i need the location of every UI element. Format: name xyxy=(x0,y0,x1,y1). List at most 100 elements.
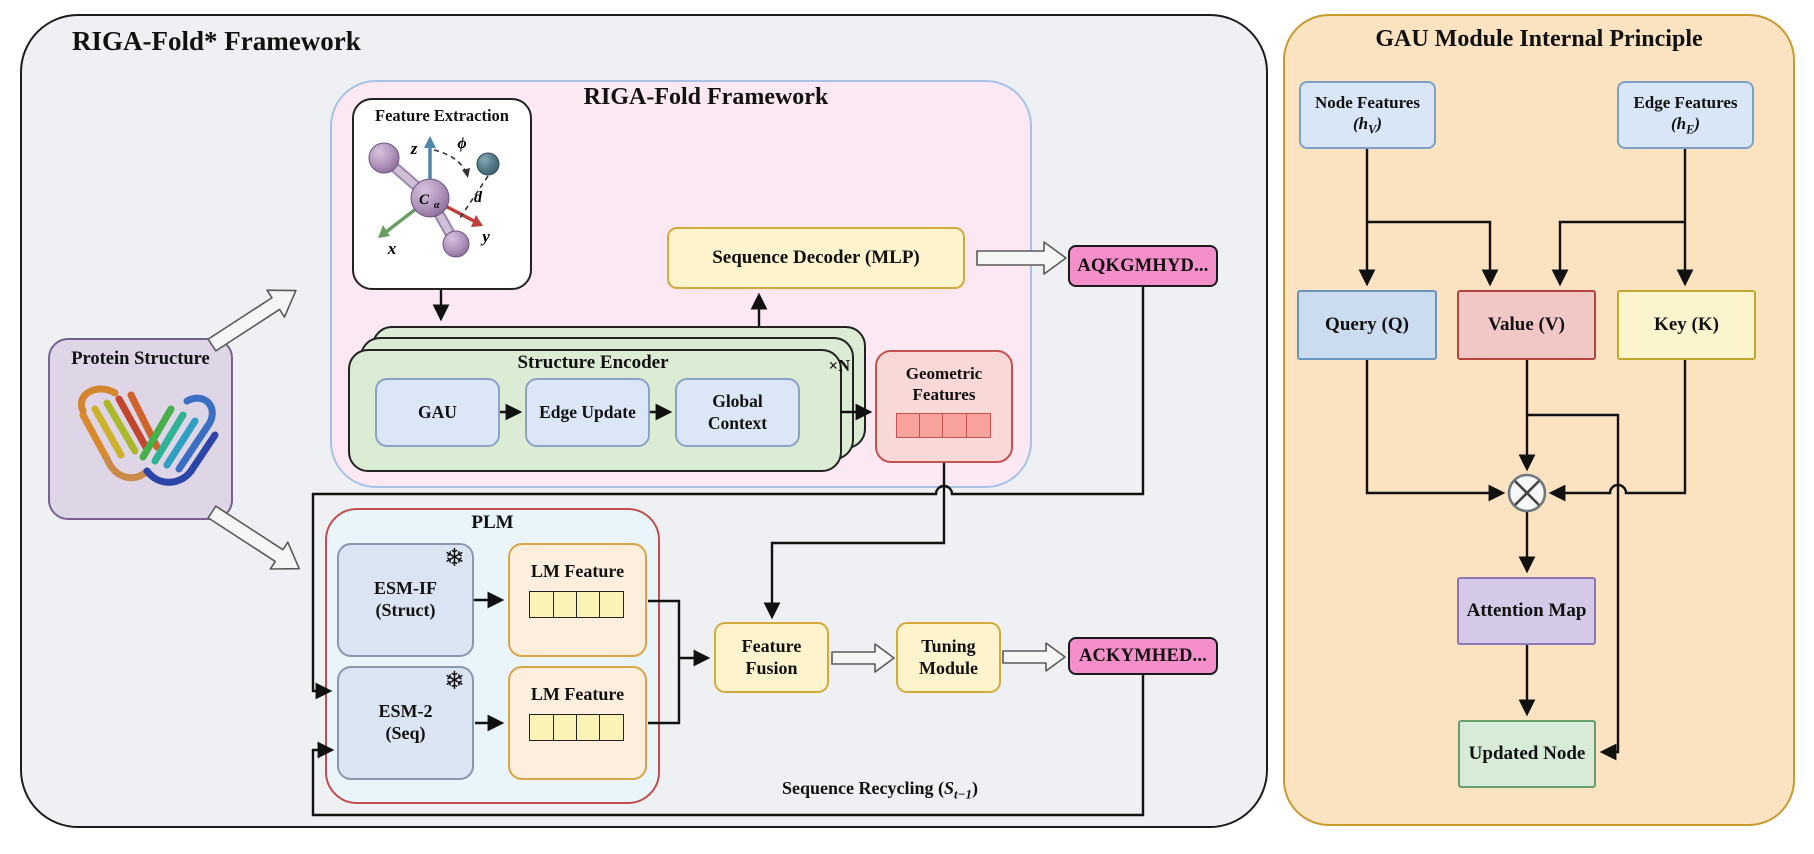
recycling-label-suffix: ) xyxy=(971,778,978,798)
structure-encoder-title: Structure Encoder xyxy=(517,352,669,373)
esm-if-box: ❄ ESM-IF (Struct) xyxy=(337,543,474,657)
axis-y-label: y xyxy=(480,227,490,246)
phi-label: ϕ xyxy=(457,135,466,152)
riga-fold-framework-title: RIGA-Fold Framework xyxy=(583,84,829,110)
query-label: Query (Q) xyxy=(1325,314,1409,336)
esm-if-label-line2: (Struct) xyxy=(375,600,436,620)
node-features-symbol: (hV) xyxy=(1353,114,1382,137)
esm-2-label-line1: ESM-2 xyxy=(378,701,433,722)
feature-cell xyxy=(529,590,555,618)
recycling-label-sub: t−1 xyxy=(954,786,972,802)
key-label: Key (K) xyxy=(1654,314,1719,336)
value-label: Value (V) xyxy=(1488,314,1565,336)
atom-sphere xyxy=(442,230,470,258)
lm-feature-cells xyxy=(529,713,625,741)
c-alpha-label-sub: α xyxy=(434,200,440,211)
neighbor-atom-sphere xyxy=(476,152,500,176)
initial-sequence-output: AQKGMHYD... xyxy=(1068,245,1218,287)
node-features-box: Node Features (hV) xyxy=(1299,81,1436,149)
refined-sequence-text: ACKYMHED... xyxy=(1078,645,1208,666)
updated-node-box: Updated Node xyxy=(1458,720,1596,788)
node-symbol-close: ) xyxy=(1376,113,1382,133)
geometric-feature-cells xyxy=(895,413,991,439)
lm-feature-label: LM Feature xyxy=(530,561,625,581)
c-alpha-label-var: C xyxy=(419,192,430,208)
gau-block: GAU xyxy=(375,378,500,447)
plm-title: PLM xyxy=(471,512,514,533)
edge-update-label: Edge Update xyxy=(539,401,636,422)
edge-symbol-open: ( xyxy=(1671,113,1677,133)
lm-feature-struct-box: LM Feature xyxy=(508,543,647,657)
node-features-line1: Node Features xyxy=(1315,92,1420,112)
feature-fusion-box: Feature Fusion xyxy=(714,622,829,693)
node-symbol-var: h xyxy=(1358,113,1369,133)
axis-z-label: z xyxy=(410,139,418,158)
refined-sequence-output: ACKYMHED... xyxy=(1068,637,1218,675)
protein-ribbon-image xyxy=(77,385,218,486)
edge-symbol-close: ) xyxy=(1694,113,1700,133)
recycling-label-var: S xyxy=(944,778,955,798)
global-context-block: Global Context xyxy=(675,378,800,447)
lm-feature-cells xyxy=(529,590,625,618)
gau-module-title: GAU Module Internal Principle xyxy=(1375,26,1703,52)
feature-cell xyxy=(965,413,991,439)
query-box: Query (Q) xyxy=(1297,290,1437,360)
value-box: Value (V) xyxy=(1457,290,1596,360)
edge-symbol-var: h xyxy=(1676,113,1687,133)
node-symbol-sub: V xyxy=(1368,122,1377,137)
feature-cell xyxy=(529,713,555,741)
phi-angle-arc xyxy=(433,149,467,173)
tuning-module-box: Tuning Module xyxy=(896,622,1001,693)
edge-features-line1: Edge Features xyxy=(1633,92,1738,112)
axis-x-label: x xyxy=(387,239,397,258)
edge-features-box: Edge Features (hE) xyxy=(1617,81,1754,149)
frozen-snowflake-icon: ❄ xyxy=(444,668,465,695)
protein-structure-label: Protein Structure xyxy=(71,349,210,369)
geometric-features-label-line2: Features xyxy=(912,384,976,404)
key-box: Key (K) xyxy=(1617,290,1756,360)
feature-cell xyxy=(895,413,921,439)
esm-2-box: ❄ ESM-2 (Seq) xyxy=(337,666,474,780)
feature-cell xyxy=(575,713,601,741)
attention-map-box: Attention Map xyxy=(1457,577,1596,645)
feature-cell xyxy=(552,590,578,618)
feature-extraction-molecule-diagram: C α z x y ϕ d xyxy=(368,135,500,258)
frozen-snowflake-icon: ❄ xyxy=(444,545,465,572)
feature-extraction-box: Feature Extraction xyxy=(352,98,532,290)
updated-node-label: Updated Node xyxy=(1468,743,1586,765)
feature-cell xyxy=(575,590,601,618)
initial-sequence-text: AQKGMHYD... xyxy=(1077,255,1209,276)
tuning-module-line1: Tuning xyxy=(921,635,976,656)
recycling-label-prefix: Sequence Recycling ( xyxy=(782,778,945,798)
feature-cell xyxy=(552,713,578,741)
left-panel-title: RIGA-Fold* Framework xyxy=(72,26,361,56)
feature-fusion-line2: Fusion xyxy=(745,657,798,678)
edge-symbol-sub: E xyxy=(1686,122,1695,137)
geometric-features-box: Geometric Features xyxy=(875,350,1013,463)
attention-map-label: Attention Map xyxy=(1466,600,1587,622)
edge-update-block: Edge Update xyxy=(525,378,650,447)
edge-features-symbol: (hE) xyxy=(1671,114,1700,137)
esm-if-label-line1: ESM-IF xyxy=(374,578,437,599)
sequence-decoder-label: Sequence Decoder (MLP) xyxy=(712,247,920,269)
feature-cell xyxy=(919,413,944,439)
structure-encoder-repeat-label: ×N xyxy=(828,356,850,375)
feature-cell xyxy=(599,713,625,741)
global-context-label: Global Context xyxy=(707,391,768,433)
lm-feature-label: LM Feature xyxy=(530,684,625,704)
node-symbol-open: ( xyxy=(1353,113,1359,133)
c-alpha-sphere xyxy=(410,178,450,218)
tuning-module-line2: Module xyxy=(918,657,978,678)
feature-cell xyxy=(599,590,625,618)
sequence-decoder-box: Sequence Decoder (MLP) xyxy=(667,227,965,289)
geometric-features-label-line1: Geometric xyxy=(905,364,983,383)
d-label: d xyxy=(474,189,483,206)
feature-extraction-title: Feature Extraction xyxy=(375,106,509,125)
atom-sphere xyxy=(368,142,400,174)
esm-2-label-line2: (Seq) xyxy=(385,723,426,743)
gau-block-label: GAU xyxy=(418,401,457,422)
lm-feature-seq-box: LM Feature xyxy=(508,666,647,780)
feature-cell xyxy=(942,413,968,439)
feature-fusion-line1: Feature xyxy=(741,635,802,656)
